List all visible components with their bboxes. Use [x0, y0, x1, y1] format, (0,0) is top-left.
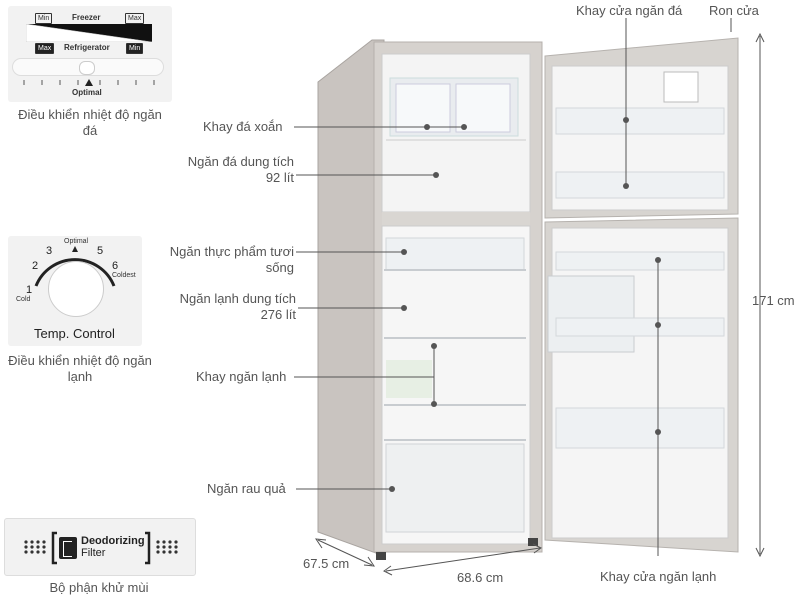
height-dimension: 171 cm: [752, 293, 795, 308]
fresh-food-compartment-label: Ngăn thực phẩm tươi sống: [169, 244, 294, 275]
filter-label-line1: Deodorizing: [81, 535, 145, 547]
fridge-control-panel: Optimal 1 2 3 5 6 Cold Coldest Temp. Con…: [8, 236, 142, 346]
dial-optimal-label: Optimal: [64, 238, 89, 245]
dial-number-6: 6: [112, 260, 119, 272]
freezer-control-panel: Min Freezer Max Max Refrigerator Min Opt…: [8, 6, 172, 102]
filter-label-frame: [51, 531, 151, 565]
filter-label-line2: Filter: [81, 547, 106, 559]
refrigerator-max-tag: Max: [35, 43, 55, 54]
refrigerator-title: Refrigerator: [64, 43, 110, 52]
deodorizer-panel: Deodorizing Filter: [4, 518, 196, 576]
freezer-slider-knob[interactable]: [79, 61, 95, 75]
temperature-wedge: [26, 24, 152, 42]
filter-icon: [59, 537, 77, 559]
ice-door-tray-label: Khay cửa ngăn đá: [576, 3, 683, 18]
width-dimension: 68.6 cm: [457, 570, 504, 585]
fridge-capacity-label: Ngăn lạnh dung tích 276 lít: [179, 291, 296, 322]
freezer-optimal-label: Optimal: [72, 88, 102, 97]
refrigerator-min-tag: Min: [126, 43, 144, 54]
dial-cold-label: Cold: [16, 296, 31, 303]
freezer-max-tag: Max: [125, 13, 145, 24]
freezer-min-tag: Min: [35, 13, 53, 24]
dial-number-1: 1: [26, 284, 33, 296]
freezer-slider-track[interactable]: [12, 58, 164, 76]
twist-ice-tray-label: Khay đá xoắn: [203, 119, 283, 134]
freezer-title: Freezer: [72, 13, 101, 22]
dial-number-3: 3: [46, 245, 53, 257]
deodorizer-caption: Bộ phận khử mùi: [49, 580, 149, 595]
crisper-drawer-label: Ngăn rau quả: [207, 481, 286, 496]
vent-dots-right: [156, 540, 178, 554]
freezer-capacity-label: Ngăn đá dung tích 92 lít: [187, 154, 294, 185]
temperature-dial-knob[interactable]: [48, 261, 104, 317]
door-gasket-label: Ron cửa: [709, 3, 759, 18]
fridge-control-caption: Điều khiển nhiệt độ ngăn lạnh: [8, 353, 152, 384]
dial-coldest-label: Coldest: [112, 272, 136, 279]
depth-dimension: 67.5 cm: [303, 556, 350, 571]
dial-scale: [34, 246, 116, 287]
freezer-slider-ticks: [23, 79, 155, 86]
temp-control-label: Temp. Control: [34, 326, 115, 341]
dial-number-5: 5: [97, 245, 104, 257]
dial-number-2: 2: [32, 260, 39, 272]
freezer-control-caption: Điều khiển nhiệt độ ngăn đá: [18, 107, 162, 138]
fridge-shelf-label: Khay ngăn lạnh: [196, 369, 287, 384]
fridge-door-tray-label: Khay cửa ngăn lạnh: [600, 569, 717, 584]
vent-dots-left: [24, 540, 46, 554]
